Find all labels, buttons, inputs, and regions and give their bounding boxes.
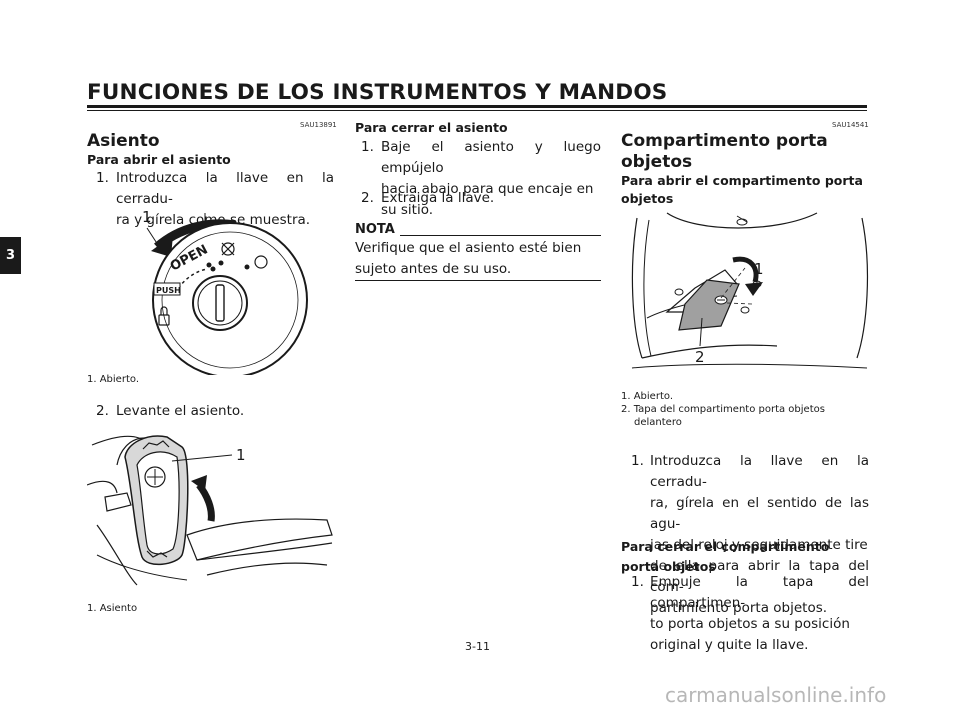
figure2-caption: 1. Asiento [87,603,138,614]
section-title-asiento: Asiento [87,131,160,151]
step-open-compartment-1: 1. Introduzca la llave en la cerradu- ra… [631,451,869,616]
step-line: to porta objetos a su posición [650,616,850,632]
section-code: SAU13891 [300,121,337,129]
title-line: Compartimento porta [621,131,828,151]
step-line: Empuje la tapa del compartimen- [650,574,869,611]
nota-line: sujeto antes de su uso. [355,261,512,277]
step-line: ra, gírela en el sentido de las agu- [650,495,869,532]
key-lock-illustration: 1 OPEN PUSH [142,208,308,375]
step-text: Empuje la tapa del compartimen- to porta… [650,572,869,656]
section-header-title: FUNCIONES DE LOS INSTRUMENTOS Y MANDOS [87,80,668,105]
watermark: carmanualsonline.info [665,683,887,707]
nota-rule [400,235,601,236]
figure-callout: 1 [236,446,246,464]
subheading-open-compartment: Para abrir el compartimento porta objeto… [621,172,863,208]
header-rule-thin [87,110,867,111]
step-line: hacia abajo para que encaje en [381,181,594,197]
step-open-seat-1: 1. Introduzca la llave en la cerradu- ra… [96,168,336,228]
subheading-line: porta objetos [621,559,716,574]
subheading-close-compartment: Para cerrar el compartimento porta objet… [621,537,829,577]
subheading-line: Para abrir el compartimento porta [621,173,863,188]
subheading-line: objetos [621,191,674,206]
nota-bottom-rule [355,280,601,281]
step-number: 1. [96,170,109,186]
nota-label: NOTA [355,222,395,237]
chapter-tab: 3 [0,237,21,274]
step-number: 2. [361,190,374,206]
compartment-illustration: 1 2 [631,212,869,369]
nota-heading: NOTA [355,221,601,241]
step-line: Baje el asiento y luego empújelo [381,139,601,176]
caption-line: 2. Tapa del compartimento porta objetos [621,404,825,415]
section-title-compartimento: Compartimento porta objetos [621,131,828,173]
figure1-caption: 1. Abierto. [87,374,139,385]
step-line: partimiento porta objetos. [650,600,828,616]
step-line: de ella para abrir la tapa del com- [650,558,869,595]
step-close-seat-1: 1. Baje el asiento y luego empújelo haci… [361,137,603,218]
caption-line: delantero [634,417,682,428]
step-line: jas del reloj y seguidamente tire [650,537,868,553]
step-number: 1. [631,574,644,590]
step-text: Levante el asiento. [116,403,245,419]
step-number: 1. [631,453,644,469]
figure3-caption-1: 1. Abierto. [621,391,673,402]
nota-line: Verifique que el asiento esté bien [355,240,582,256]
figure-callout: 2 [695,348,705,366]
step-line: su sitio. [381,202,434,218]
push-label: PUSH [156,286,181,295]
step-text: Introduzca la llave en la cerradu- ra, g… [650,451,869,619]
subheading-open-seat: Para abrir el asiento [87,152,231,167]
step-line: Introduzca la llave en la cerradu- [116,170,334,207]
section-code: SAU14541 [832,121,869,129]
step-text: Baje el asiento y luego empújelo hacia a… [381,137,601,221]
seat-illustration: 1 [87,435,333,586]
step-line: original y quite la llave. [650,637,809,653]
subheading-line: Para cerrar el compartimento [621,539,830,554]
step-number: 2. [96,403,109,419]
page-number: 3-11 [465,640,490,653]
nota-text: Verifique que el asiento esté bien sujet… [355,238,601,280]
step-close-compartment-1: 1. Empuje la tapa del compartimen- to po… [631,572,869,653]
title-line: objetos [621,152,693,172]
step-number: 1. [361,139,374,155]
step-open-seat-2: 2. Levante el asiento. [96,401,336,422]
subheading-close-seat: Para cerrar el asiento [355,120,508,135]
step-close-seat-2: 2. Extraiga la llave. [361,188,603,209]
step-text: Extraiga la llave. [381,190,495,206]
figure-callout: 1 [754,260,764,278]
figure3-caption-2: 2. Tapa del compartimento porta objetos … [621,403,825,429]
header-rule-thick [87,105,867,108]
figure-callout: 1 [142,208,152,226]
step-line: Introduzca la llave en la cerradu- [650,453,869,490]
